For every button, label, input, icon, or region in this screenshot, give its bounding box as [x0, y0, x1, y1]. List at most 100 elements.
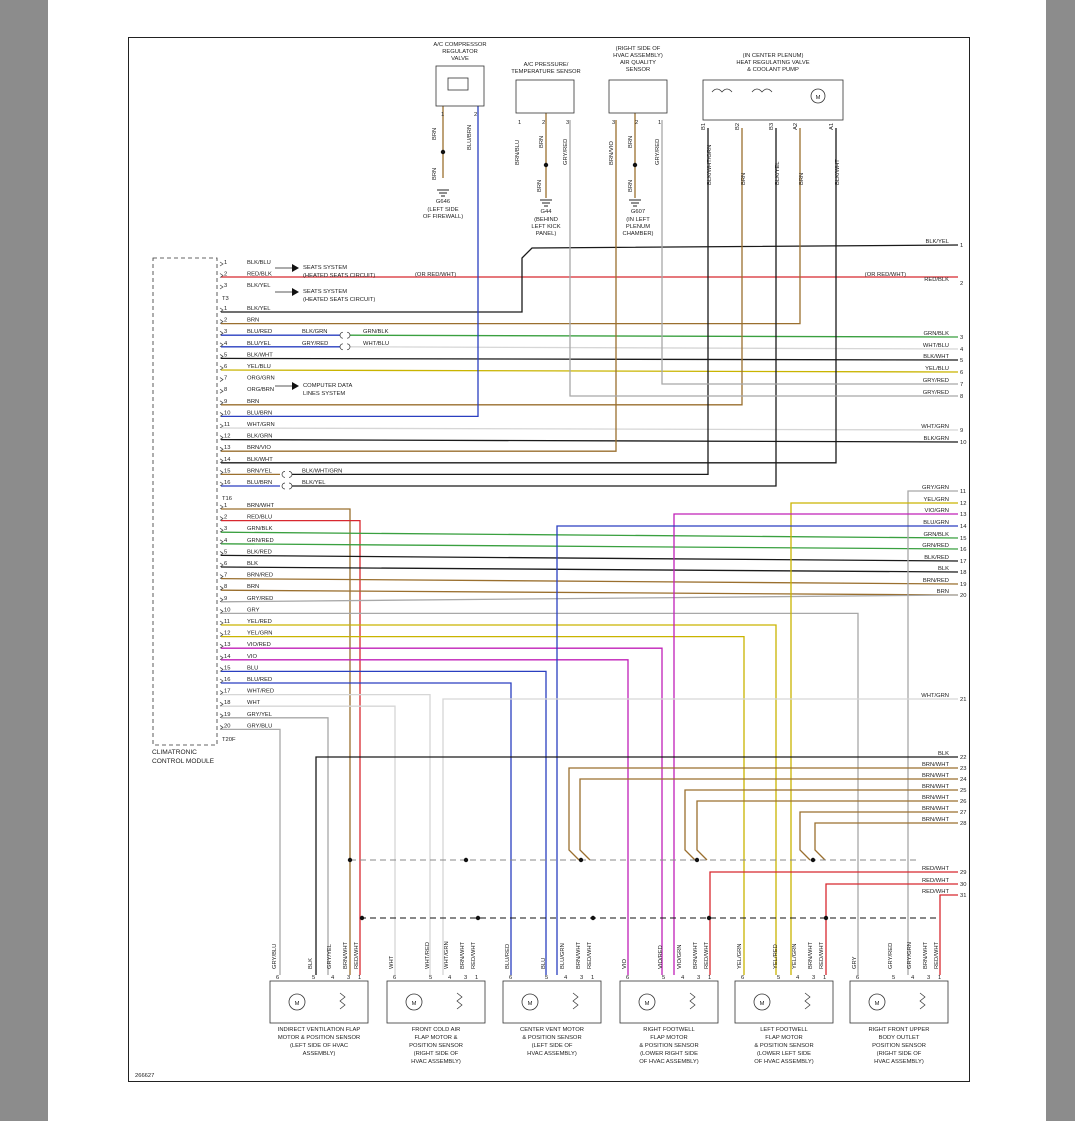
- pin-number: 8: [224, 584, 227, 590]
- wire-yel-grn: [221, 635, 745, 975]
- right-wire-label: BLK/WHT: [923, 354, 949, 360]
- wire-color-label: BLK: [247, 561, 258, 567]
- component-title: SENSOR: [626, 67, 650, 73]
- right-wire-number: 19: [960, 582, 966, 588]
- ground-location: PANEL): [536, 231, 557, 237]
- connector-pin: [219, 632, 224, 637]
- component-title: AIR QUALITY: [620, 60, 656, 66]
- components-layer: [219, 65, 949, 1024]
- seats-system-note: SEATS SYSTEM: [303, 265, 347, 271]
- splice-dot: [543, 162, 549, 168]
- wire-gry-red: [569, 120, 958, 397]
- ground-location: CHAMBER): [623, 231, 654, 237]
- pin-number: 15: [224, 468, 230, 474]
- right-wire-number: 20: [960, 593, 966, 599]
- connector-pin: [219, 678, 224, 684]
- wire-blu-grn: [556, 525, 958, 975]
- right-wire-label: BRN/WHT: [922, 762, 950, 768]
- pin-number: 16: [224, 677, 230, 683]
- wire-color-label: BLK/WHT: [247, 457, 273, 463]
- wire-brn-wht: [579, 778, 958, 861]
- motor-wire-label: GRY/GRN: [907, 942, 913, 969]
- wire-color-label: BLK/WHT: [835, 159, 841, 185]
- wire-color-label: GRN/RED: [247, 538, 274, 544]
- wire-right: [220, 566, 959, 573]
- right-wire-number: 22: [960, 755, 966, 761]
- wire-wht: [221, 705, 396, 975]
- motor-wire-label: WHT/GRN: [444, 941, 450, 969]
- pin-number: 13: [224, 642, 230, 648]
- ground-location: LEFT KICK: [531, 224, 560, 230]
- ground-id: G646: [436, 199, 450, 205]
- right-wire-label: BLK/GRN: [924, 436, 949, 442]
- right-wire-label: BRN/WHT: [922, 806, 950, 812]
- wire-yel-grn: [790, 502, 958, 975]
- pin-number: 18: [224, 700, 230, 706]
- motor-wire-label: RED/WHT: [471, 941, 477, 969]
- motor-name: (RIGHT SIDE OF: [414, 1051, 459, 1057]
- wire-gry-blu: [221, 728, 281, 975]
- connector-t16-a: T16: [222, 496, 232, 502]
- right-wire-label: RED/WHT: [922, 866, 950, 872]
- motor-name: FRONT COLD AIR: [412, 1027, 461, 1033]
- motor-icon: [288, 993, 306, 1011]
- motor-wire-label: BLU/GRN: [560, 943, 566, 969]
- motor-wire-label: RED/WHT: [704, 941, 710, 969]
- wires-layer: [220, 105, 959, 975]
- splice-dot: [810, 857, 816, 863]
- wire-color-label: BRN: [628, 136, 634, 148]
- seats-system-note: SEATS SYSTEM: [303, 289, 347, 295]
- wire-brn: [221, 128, 801, 325]
- wire-color-label: YEL/GRN: [247, 631, 272, 637]
- arrow-icon: [292, 382, 299, 390]
- connector-pin: [219, 620, 224, 626]
- wire-blk-wht-grn: [292, 128, 709, 476]
- motor-wire-label: GRY/BLU: [272, 944, 278, 969]
- connector-pin: [219, 261, 224, 267]
- or-note: (OR RED/WHT): [865, 272, 906, 278]
- right-wire-number: 2: [960, 281, 963, 287]
- right-wire-label: BLK/YEL: [925, 239, 949, 245]
- ground-icon: [437, 189, 449, 197]
- wire-color-label: BRN: [537, 180, 543, 192]
- component-title: HEAT REGULATING VALVE: [736, 60, 809, 66]
- wire-color-label: ORG/BRN: [247, 387, 274, 393]
- motor-name: FLAP MOTOR: [765, 1035, 802, 1041]
- connector-pin: [219, 667, 224, 672]
- connector-pin: [219, 585, 224, 591]
- right-wire-label: RED/WHT: [922, 878, 950, 884]
- motor-pin-number: 3: [347, 975, 350, 981]
- pin-number: A1: [829, 123, 835, 130]
- motor-icon: [638, 993, 656, 1011]
- right-gray-scrollbar[interactable]: [1046, 0, 1075, 1121]
- right-wire-number: 31: [960, 893, 966, 899]
- motor-pin-number: 4: [681, 975, 685, 981]
- wire-color-label: BLK/BLU: [247, 260, 271, 266]
- splice-label: BLK/WHT/GRN: [302, 468, 342, 474]
- right-wire-label: WHT/GRN: [921, 693, 949, 699]
- motor-name: HVAC ASSEMBLY): [527, 1051, 577, 1057]
- component-title: TEMPERATURE SENSOR: [511, 69, 580, 75]
- connector-pin: [219, 388, 224, 394]
- wire-blk-wht: [221, 128, 837, 464]
- motor-wire-label: RED/WHT: [819, 941, 825, 969]
- or-note: (OR RED/WHT): [415, 272, 456, 278]
- motor-wire-label: GRY: [852, 956, 858, 969]
- wire-blk-grn: [220, 438, 959, 443]
- wire-color-label: ORG/GRN: [247, 376, 275, 382]
- motor-icon-letter: M: [760, 1001, 765, 1007]
- pin-number: 7: [224, 573, 227, 579]
- arrow-icon: [292, 264, 299, 272]
- motor-name: BODY OUTLET: [879, 1035, 920, 1041]
- pin-number: 1: [224, 260, 227, 266]
- wire-color-label: GRY/RED: [655, 139, 661, 165]
- motor-pin-number: 3: [697, 975, 700, 981]
- connector-pin: [219, 609, 224, 614]
- wire-vio-grn: [673, 513, 958, 975]
- ground-location: (IN LEFT: [626, 217, 650, 223]
- pot-sensor-icon: [572, 992, 579, 1010]
- diagram-frame: [128, 37, 970, 1082]
- motor-wire-label: RED/WHT: [587, 941, 593, 969]
- pin-number: 1: [441, 112, 444, 118]
